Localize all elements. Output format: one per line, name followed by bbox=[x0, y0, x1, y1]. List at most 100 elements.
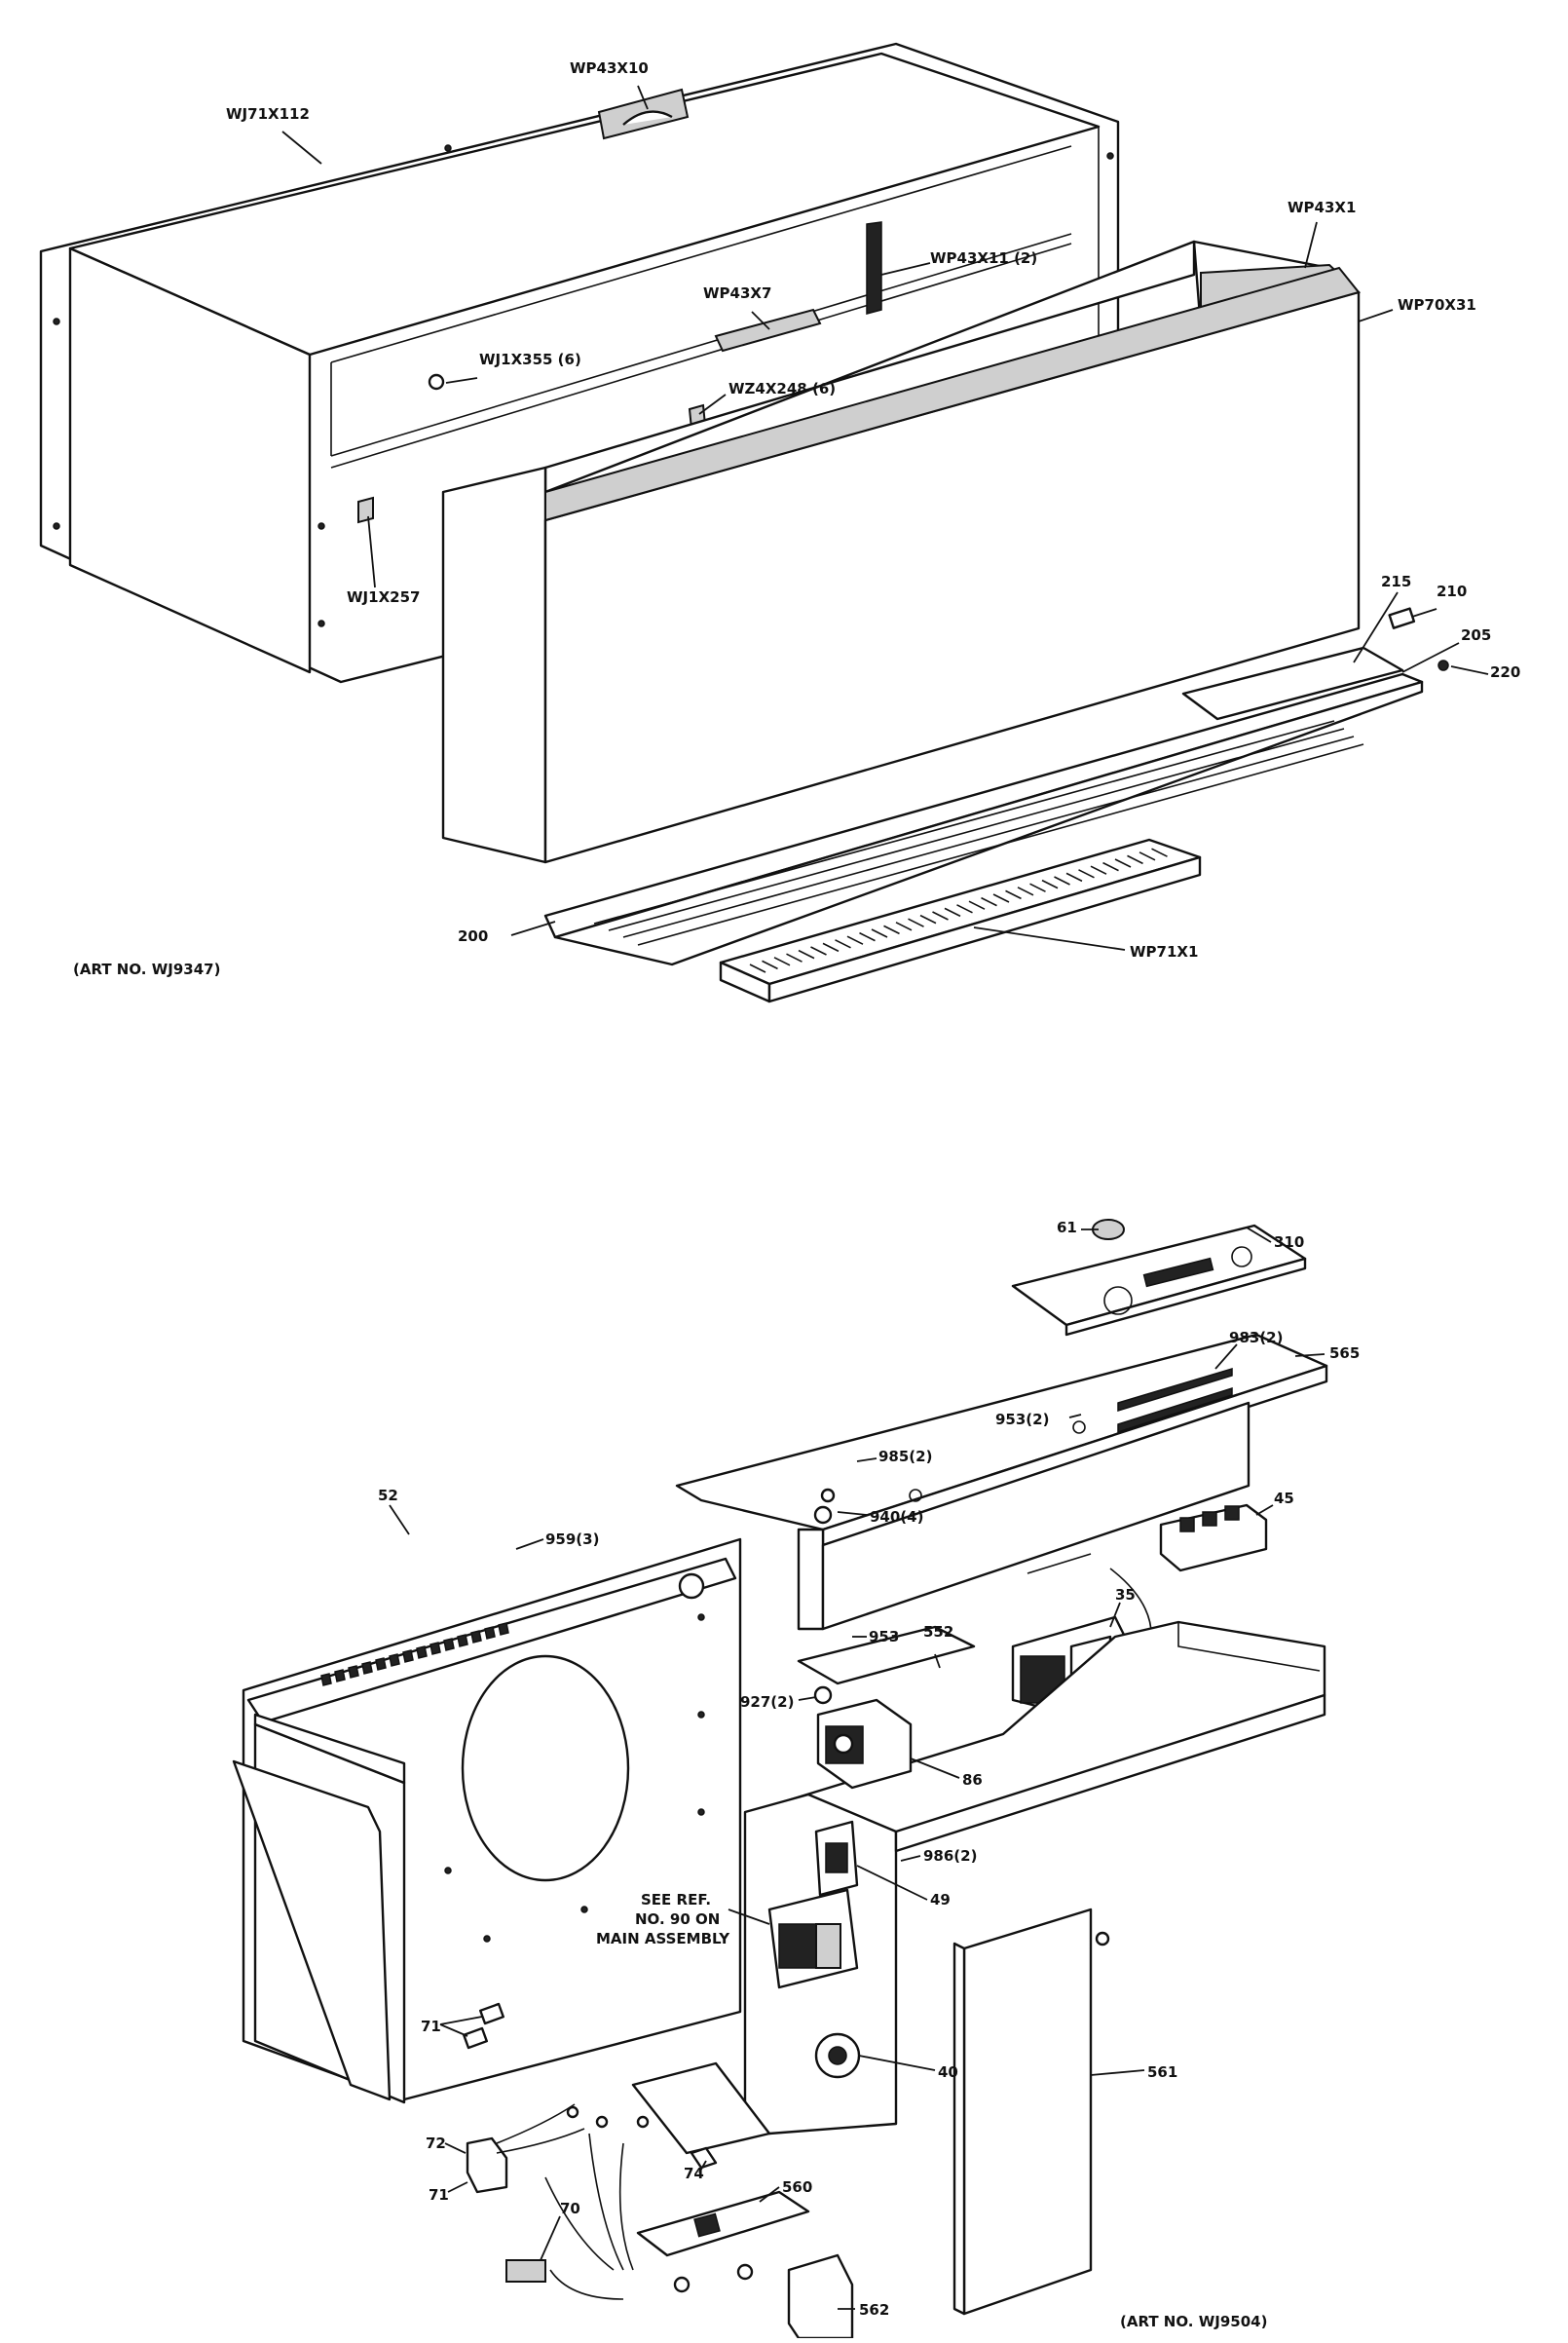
grille-slot bbox=[883, 925, 900, 935]
grille-slot bbox=[1065, 872, 1083, 883]
label-wp43x7: WP43X7 bbox=[703, 284, 771, 302]
shroud-clip bbox=[429, 1642, 441, 1655]
grille-slot bbox=[932, 911, 949, 921]
label-49: 49 bbox=[930, 1891, 951, 1908]
label-61: 61 bbox=[1057, 1219, 1077, 1236]
grille-slot bbox=[944, 907, 961, 918]
control-cover-310 bbox=[1011, 1219, 1307, 1337]
label-74: 74 bbox=[684, 2165, 704, 2182]
label-wj1x355: WJ1X355 (6) bbox=[479, 351, 581, 368]
art-number-top: (ART NO. WJ9347) bbox=[73, 961, 220, 978]
base-tray-200 bbox=[543, 646, 1424, 966]
shroud-clips bbox=[320, 1622, 509, 1686]
bottom-assembly: 61 310 983(2) 565 953(2) 985(2) 940(4) 4… bbox=[232, 1219, 1360, 2340]
label-983: 983(2) bbox=[1229, 1329, 1283, 1346]
label-71b: 71 bbox=[429, 2186, 449, 2204]
grille-slot bbox=[1054, 876, 1070, 886]
front-cabinet-wp70x31 bbox=[441, 240, 1362, 864]
grille-slot bbox=[919, 914, 937, 925]
label-562: 562 bbox=[859, 2301, 889, 2319]
grille-slot bbox=[749, 964, 766, 973]
wall-sleeve-wj71x112 bbox=[39, 42, 1120, 684]
grille-slot bbox=[762, 960, 778, 970]
label-927: 927(2) bbox=[740, 1693, 794, 1711]
grille-slot bbox=[1102, 861, 1119, 872]
label-986: 986(2) bbox=[923, 1847, 977, 1865]
grille-slot bbox=[773, 957, 791, 966]
grille-slot bbox=[786, 953, 803, 963]
label-71a: 71 bbox=[421, 2018, 441, 2035]
wiring-harness bbox=[463, 2002, 854, 2340]
grille-slot bbox=[981, 896, 997, 907]
electrical-box bbox=[631, 1693, 1326, 2155]
label-310: 310 bbox=[1274, 1233, 1304, 1251]
grille-slot bbox=[1017, 887, 1034, 896]
shroud-clip bbox=[375, 1657, 387, 1671]
label-953a: 953(2) bbox=[995, 1411, 1049, 1428]
shroud-clip bbox=[484, 1626, 496, 1640]
grille-slots bbox=[749, 848, 1168, 973]
grille-slot bbox=[1078, 869, 1095, 879]
cover-561 bbox=[952, 1908, 1110, 2316]
grille-slot bbox=[846, 935, 864, 945]
label-560: 560 bbox=[782, 2178, 812, 2196]
label-220: 220 bbox=[1490, 663, 1520, 681]
shroud-clip bbox=[334, 1669, 346, 1682]
grille-slot bbox=[1029, 883, 1046, 892]
fan-shroud-52 bbox=[232, 1537, 742, 2104]
small-parts-210-220 bbox=[1388, 607, 1449, 671]
grille-slot bbox=[871, 928, 888, 938]
relay-86 bbox=[813, 1685, 913, 1790]
shroud-clip bbox=[361, 1661, 373, 1675]
label-40: 40 bbox=[938, 2063, 958, 2081]
shroud-clip bbox=[402, 1649, 414, 1663]
label-52: 52 bbox=[378, 1487, 398, 1504]
label-wp70x31: WP70X31 bbox=[1398, 296, 1476, 314]
label-wj71x112: WJ71X112 bbox=[226, 105, 310, 123]
label-205: 205 bbox=[1461, 626, 1491, 644]
shroud-clip bbox=[348, 1665, 359, 1679]
grille-slot bbox=[1090, 865, 1107, 875]
grille-slot bbox=[1127, 854, 1143, 865]
label-70: 70 bbox=[560, 2200, 580, 2217]
grille-slot bbox=[968, 900, 986, 910]
label-wj1x257: WJ1X257 bbox=[347, 588, 420, 606]
label-wp43x1: WP43X1 bbox=[1288, 199, 1356, 216]
label-561: 561 bbox=[1147, 2063, 1177, 2081]
terminal-block-45 bbox=[1159, 1503, 1268, 1572]
label-200: 200 bbox=[458, 927, 488, 945]
label-552: 552 bbox=[923, 1623, 953, 1641]
grille-slot bbox=[992, 893, 1010, 903]
grille-slot bbox=[822, 942, 840, 953]
grille-slot bbox=[1139, 851, 1156, 861]
bottom-leaders bbox=[389, 1227, 1325, 2310]
label-959: 959(3) bbox=[545, 1531, 599, 1548]
top-assembly: WJ71X112 WP43X10 WP43X1 WP70X31 WP43X11 … bbox=[39, 42, 1520, 1003]
top-leaders bbox=[281, 85, 1489, 951]
label-210: 210 bbox=[1437, 583, 1467, 600]
shroud-clip bbox=[416, 1645, 428, 1659]
label-wp43x10: WP43X10 bbox=[570, 59, 649, 77]
grille-slot bbox=[798, 949, 815, 960]
label-565: 565 bbox=[1329, 1344, 1360, 1362]
label-wp43x11: WP43X11 (2) bbox=[930, 249, 1037, 267]
note-line-1: SEE REF. bbox=[641, 1891, 711, 1908]
grille-slot bbox=[895, 922, 913, 931]
label-wz4x248: WZ4X248 (6) bbox=[728, 380, 836, 397]
label-wp71x1: WP71X1 bbox=[1130, 943, 1198, 961]
grille-slot bbox=[1151, 848, 1168, 857]
grille-slot bbox=[908, 918, 924, 927]
label-985: 985(2) bbox=[878, 1448, 932, 1465]
label-45: 45 bbox=[1274, 1490, 1294, 1507]
label-86: 86 bbox=[962, 1771, 983, 1789]
grille-slot bbox=[835, 939, 851, 949]
plate-552 bbox=[797, 1625, 976, 1685]
shroud-clip bbox=[320, 1673, 332, 1686]
shroud-clip bbox=[389, 1653, 400, 1667]
grille-slot bbox=[956, 904, 973, 914]
grille-slot bbox=[859, 931, 876, 942]
label-72: 72 bbox=[426, 2135, 446, 2152]
grille-slot bbox=[810, 946, 827, 956]
